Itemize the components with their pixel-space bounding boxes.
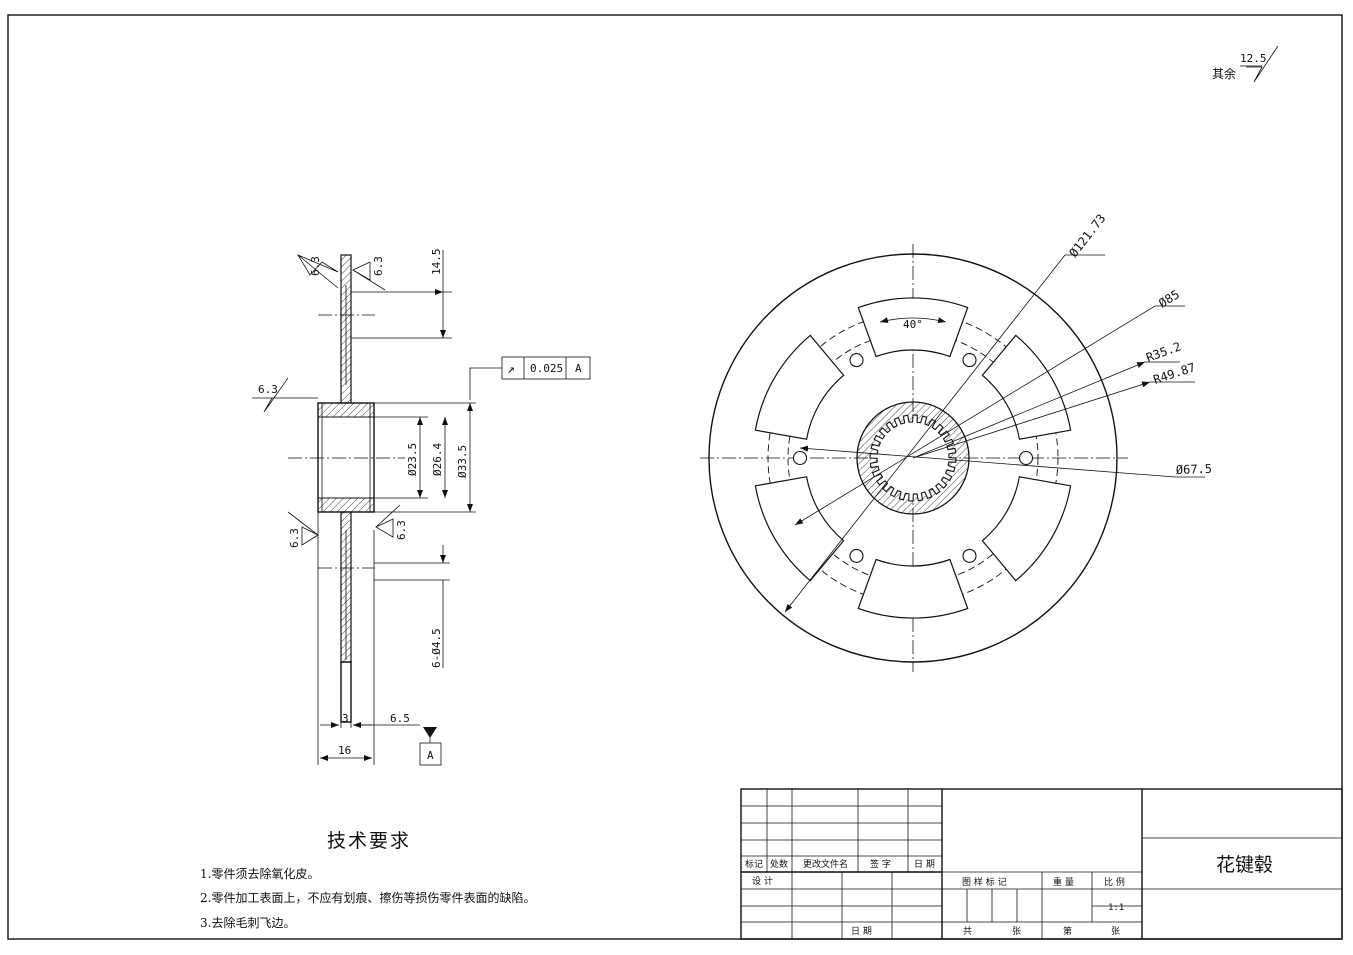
- runout-icon: ↗: [507, 362, 515, 377]
- tech-item-2: 2.零件加工表面上，不应有划痕、擦伤等损伤零件表面的缺陷。: [200, 890, 535, 905]
- roughness-symbol-icon: [287, 511, 319, 546]
- tolerance-datum: A: [575, 362, 582, 375]
- scale-label: 比 例: [1104, 876, 1125, 888]
- dim-angle: 40°: [903, 318, 923, 331]
- mounting-hole: [1018, 450, 1034, 466]
- hub-hatch-top: [317, 402, 375, 418]
- hub-hatch-bottom: [317, 497, 375, 513]
- dim-w3: 3: [342, 712, 349, 725]
- dim-w6-5: 6.5: [390, 712, 410, 725]
- tech-title: 技术要求: [327, 830, 411, 852]
- roughness-label-1: 6.3: [309, 256, 322, 276]
- rev-header-date: 日 期: [914, 859, 935, 870]
- part-name: 花键毂: [1216, 854, 1273, 876]
- roughness-label-5: 6.3: [395, 520, 408, 540]
- tech-item-1: 1.零件须去除氧化皮。: [200, 866, 319, 881]
- slot-window: [754, 476, 845, 582]
- general-roughness-note: 其余 12.5: [1212, 45, 1279, 83]
- roughness-label-2: 6.3: [372, 256, 385, 276]
- rev-header-sign: 签 字: [870, 858, 891, 870]
- dim-r49: R49.87: [1152, 360, 1198, 387]
- sheet-border: [7, 14, 1343, 940]
- title-block: 标记 处数 更改文件名 签 字 日 期 设 计 日 期 图 样 标 记 重 量 …: [740, 788, 1343, 940]
- dim-width-14-5: 14.5: [430, 249, 443, 276]
- slot-window: [981, 476, 1072, 582]
- dim-w16: 16: [338, 744, 351, 757]
- slot-window: [857, 558, 969, 619]
- datum-label: A: [427, 749, 434, 762]
- slot-window: [754, 334, 845, 440]
- dim-d67: Ø67.5: [1176, 462, 1213, 477]
- roughness-prefix: 其余: [1212, 66, 1236, 81]
- drawing-mark-label: 图 样 标 记: [962, 876, 1007, 888]
- web-lower-ext: [340, 661, 352, 723]
- dim-d121: Ø121.73: [1066, 211, 1108, 259]
- roughness-symbol-icon: [1240, 45, 1279, 83]
- rev-header-doc: 更改文件名: [803, 858, 848, 870]
- tech-item-3: 3.去除毛刺飞边。: [200, 915, 295, 930]
- mounting-holes: [792, 353, 1034, 563]
- dim-d26-4: Ø26.4: [431, 443, 444, 476]
- side-section-view: 14.5 Ø23.5 Ø26.4 Ø33.5 6-Ø4.5 3 6.5 16 6…: [252, 249, 591, 766]
- slot-window: [857, 297, 969, 358]
- weight-label: 重 量: [1053, 876, 1074, 888]
- roughness-symbol-icon: [375, 504, 401, 538]
- mounting-hole: [962, 548, 977, 563]
- slot-window: [981, 334, 1072, 440]
- mounting-hole: [962, 353, 977, 368]
- roughness-value: 12.5: [1240, 52, 1267, 65]
- rev-header-mark: 标记: [745, 858, 763, 870]
- dim-holes: 6-Ø4.5: [430, 628, 443, 668]
- roughness-symbol-icon: [252, 377, 318, 413]
- sheets-label: 张: [1012, 926, 1021, 937]
- sheets2-label: 张: [1111, 926, 1120, 937]
- tolerance-value: 0.025: [530, 362, 563, 375]
- total-label: 共: [963, 926, 972, 937]
- dim-d23-5: Ø23.5: [406, 443, 419, 476]
- dim-d85: Ø85: [1156, 287, 1182, 310]
- design-label: 设 计: [752, 875, 773, 887]
- slot-windows: [754, 297, 1072, 619]
- roughness-label-3: 6.3: [258, 383, 278, 396]
- rev-header-count: 处数: [770, 858, 788, 870]
- roughness-symbol-icon: [297, 254, 339, 289]
- mounting-hole: [849, 353, 864, 368]
- front-view: Ø121.73 Ø85 R35.2 R49.87 Ø67.5 40°: [700, 211, 1212, 672]
- runout-tolerance-frame: ↗ 0.025 A: [469, 356, 591, 400]
- page-label: 第: [1063, 925, 1072, 937]
- mounting-hole: [792, 450, 808, 466]
- roughness-label-4: 6.3: [288, 528, 301, 548]
- date-label: 日 期: [851, 926, 872, 937]
- scale-value: 1:1: [1108, 903, 1124, 913]
- dim-d33-5: Ø33.5: [456, 445, 469, 478]
- dim-r35: R35.2: [1144, 339, 1183, 365]
- mounting-hole: [849, 548, 864, 563]
- hub-body: [317, 402, 375, 513]
- roughness-symbol-icon: [352, 261, 386, 291]
- tech-requirements: 技术要求 1.零件须去除氧化皮。 2.零件加工表面上，不应有划痕、擦伤等损伤零件…: [200, 830, 535, 930]
- datum-a: A: [419, 727, 442, 766]
